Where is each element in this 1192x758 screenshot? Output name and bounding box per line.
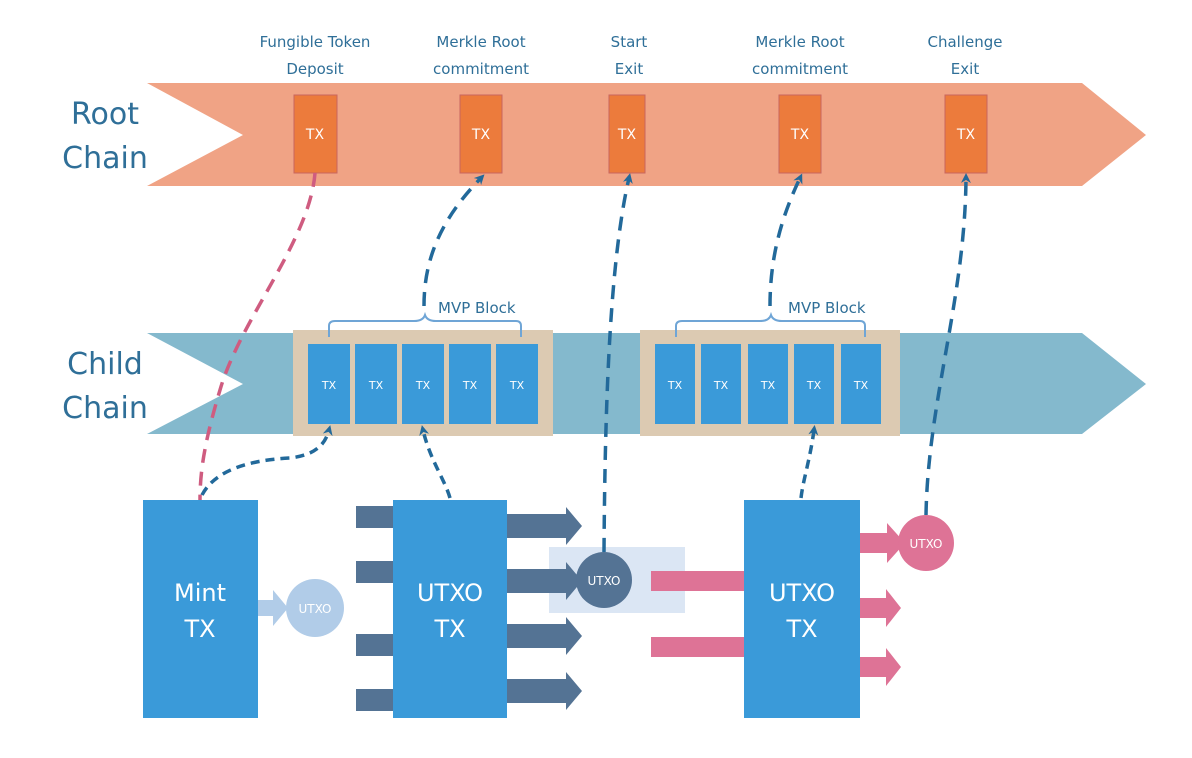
input-bars <box>651 571 745 657</box>
start-exit-connector <box>602 173 633 553</box>
input-bars <box>356 506 394 711</box>
block-brace <box>328 311 522 337</box>
child-tx[interactable]: TX <box>794 344 834 424</box>
event-label-line1: Merkle Root <box>436 33 525 51</box>
root-event-merkle-commit-2[interactable]: Merkle Root commitment TX <box>752 33 848 174</box>
mvp-block-2[interactable]: MVP Block TX TX TX TX TX <box>640 299 900 436</box>
child-tx-label: TX <box>806 379 822 392</box>
mvp-block-1[interactable]: MVP Block TX TX TX TX TX <box>293 299 553 436</box>
utxo-tx-1-to-block-connector <box>419 425 452 499</box>
root-tx-label: TX <box>471 127 491 143</box>
root-event-merkle-commit-1[interactable]: Merkle Root commitment TX <box>433 33 529 174</box>
event-label-line1: Challenge <box>928 33 1003 51</box>
child-tx[interactable]: TX <box>449 344 491 424</box>
utxo-tx-2-label-line1: UTXO <box>769 579 835 607</box>
child-chain-label-line1: Child <box>67 347 143 382</box>
mint-utxo-label: UTXO <box>298 602 331 616</box>
exit-utxo-label: UTXO <box>909 537 942 551</box>
utxo-tx-1[interactable]: UTXO TX UTXO <box>356 500 632 718</box>
utxo-tx-1-box[interactable] <box>393 500 507 718</box>
child-tx-label: TX <box>462 379 478 392</box>
block-brace <box>675 311 866 337</box>
event-label-line2: Exit <box>951 60 980 78</box>
root-event-challenge-exit[interactable]: Challenge Exit TX <box>928 33 1003 174</box>
mint-tx-box[interactable] <box>143 500 258 718</box>
root-chain: Root Chain <box>62 83 1146 186</box>
mint-tx[interactable]: Mint TX UTXO <box>143 500 344 718</box>
spent-utxo-label: UTXO <box>587 574 620 588</box>
root-event-start-exit[interactable]: Start Exit TX <box>608 33 648 174</box>
root-tx-box[interactable] <box>608 94 646 174</box>
child-chain-label-line2: Chain <box>62 391 148 426</box>
root-tx-box[interactable] <box>778 94 822 174</box>
child-tx[interactable]: TX <box>496 344 538 424</box>
child-chain: Child Chain <box>62 333 1146 434</box>
root-tx-label: TX <box>617 127 637 143</box>
event-label-line2: commitment <box>752 60 848 78</box>
root-tx-label: TX <box>790 127 810 143</box>
utxo-tx-1-label-line1: UTXO <box>417 579 483 607</box>
root-chain-label-line2: Chain <box>62 141 148 176</box>
child-tx-label: TX <box>853 379 869 392</box>
event-label-line1: Merkle Root <box>755 33 844 51</box>
child-tx-label: TX <box>713 379 729 392</box>
event-label-line2: commitment <box>433 60 529 78</box>
commit-connector-1 <box>422 174 485 307</box>
child-tx-label: TX <box>667 379 683 392</box>
child-tx[interactable]: TX <box>308 344 350 424</box>
root-tx-box[interactable] <box>944 94 988 174</box>
child-tx-label: TX <box>368 379 384 392</box>
challenge-connector <box>924 173 971 516</box>
root-event-deposit[interactable]: Fungible Token Deposit TX <box>260 33 371 174</box>
child-tx[interactable]: TX <box>701 344 741 424</box>
mint-to-block-connector <box>200 425 333 496</box>
utxo-tx-2-box[interactable] <box>744 500 860 718</box>
exit-utxo-circle[interactable] <box>898 515 954 571</box>
utxo-tx-1-label-line2: TX <box>433 615 465 643</box>
connectors <box>198 172 971 553</box>
spent-utxo-circle[interactable] <box>576 552 632 608</box>
mint-utxo-circle[interactable] <box>286 579 344 637</box>
block-label: MVP Block <box>438 299 516 317</box>
child-tx-label: TX <box>415 379 431 392</box>
child-tx[interactable]: TX <box>841 344 881 424</box>
root-tx-box[interactable] <box>459 94 503 174</box>
root-chain-band <box>147 83 1146 186</box>
child-tx[interactable]: TX <box>402 344 444 424</box>
output-arrows <box>507 507 582 710</box>
mint-tx-label-line2: TX <box>183 615 215 643</box>
utxo-tx-2-label-line2: TX <box>785 615 817 643</box>
utxo-tx-2[interactable]: UTXO TX UTXO <box>651 500 954 718</box>
root-chain-label-line1: Root <box>71 97 139 132</box>
root-tx-label: TX <box>956 127 976 143</box>
child-tx-label: TX <box>509 379 525 392</box>
child-tx-label: TX <box>760 379 776 392</box>
root-tx-label: TX <box>305 127 325 143</box>
commit-connector-2 <box>768 173 803 307</box>
event-label-line1: Start <box>611 33 648 51</box>
child-tx[interactable]: TX <box>748 344 788 424</box>
event-label-line2: Exit <box>615 60 644 78</box>
event-label-line1: Fungible Token <box>260 33 371 51</box>
block-label: MVP Block <box>788 299 866 317</box>
root-tx-box[interactable] <box>293 94 338 174</box>
mint-tx-label-line1: Mint <box>174 579 226 607</box>
child-tx[interactable]: TX <box>355 344 397 424</box>
child-tx[interactable]: TX <box>655 344 695 424</box>
utxo-tx-2-to-block-connector <box>799 425 819 499</box>
deposit-connector <box>198 172 317 501</box>
event-label-line2: Deposit <box>286 60 343 78</box>
output-arrows <box>860 523 905 686</box>
child-tx-label: TX <box>321 379 337 392</box>
mint-output-arrow <box>258 590 288 626</box>
